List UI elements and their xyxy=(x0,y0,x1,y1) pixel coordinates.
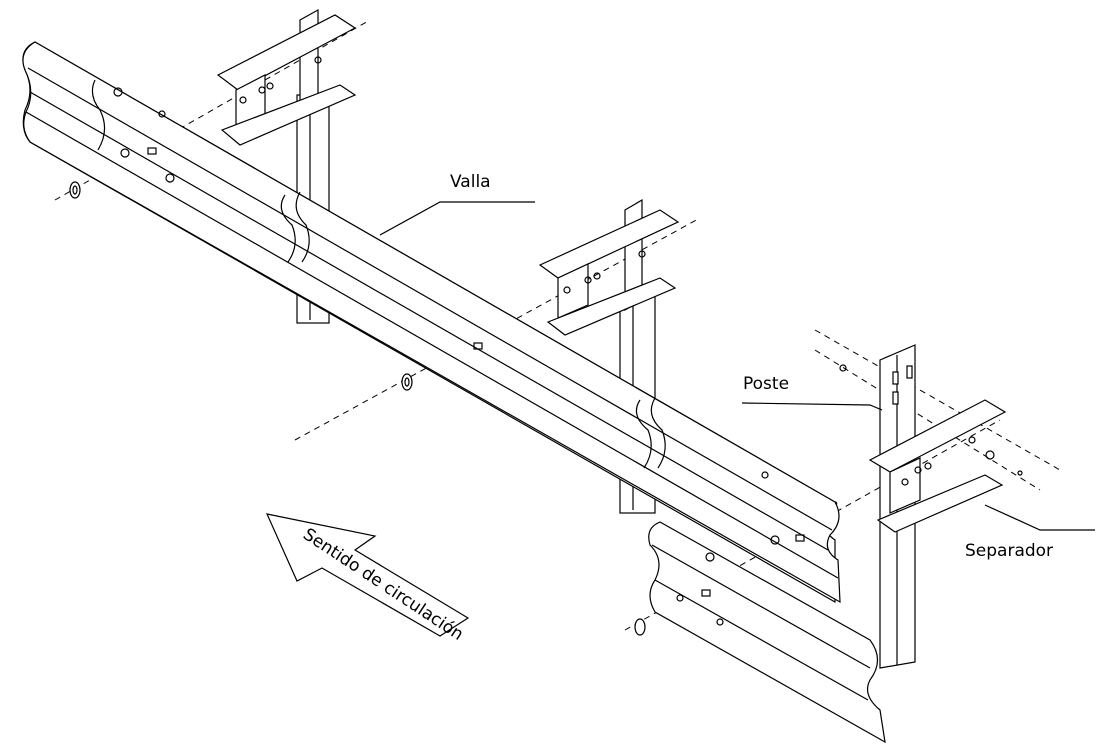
label-poste: Poste xyxy=(743,374,789,394)
separator-1 xyxy=(216,14,357,146)
separator-3 xyxy=(839,364,1023,533)
separador-leader xyxy=(984,504,1095,531)
valla-leader xyxy=(379,201,535,236)
direction-arrow-icon xyxy=(265,513,470,637)
label-direction: Sentido de circulación xyxy=(299,524,467,644)
poste-leader xyxy=(741,402,883,411)
rail-secondary xyxy=(634,521,886,744)
rail-main xyxy=(22,41,841,604)
label-valla: Valla xyxy=(450,172,491,192)
label-separador: Separador xyxy=(965,541,1053,561)
separator-2 xyxy=(538,209,680,336)
